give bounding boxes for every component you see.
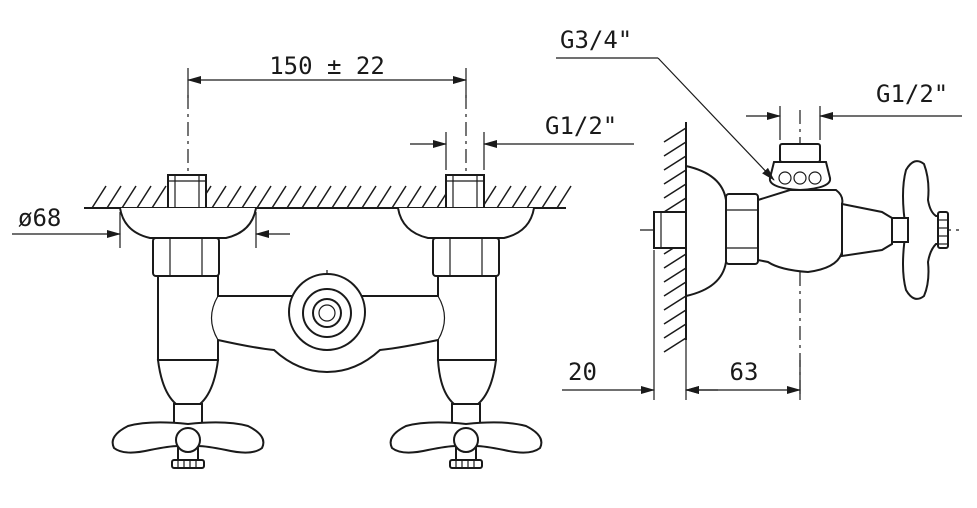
outlet-depth-label: 63 (730, 358, 759, 386)
outlet-fitting (302, 288, 352, 338)
right-bonnet (436, 359, 498, 405)
wall-depth-label: 20 (568, 358, 597, 386)
side-view: G3/4" G1/2" 20 63 (556, 26, 962, 400)
span-label: 150 ± 22 (269, 52, 385, 80)
top-thread-label: G3/4" (560, 26, 632, 54)
rosette-dimension: ø68 (12, 204, 290, 248)
left-spindle (173, 403, 203, 425)
front-view: 150 ± 22 ø68 G1/2" (12, 52, 634, 470)
right-spindle (451, 403, 481, 425)
side-nut (725, 193, 759, 265)
left-thread-dimension: G1/2" (410, 112, 634, 170)
side-handle[interactable] (891, 160, 949, 300)
right-thread-dimension: G1/2" (746, 80, 962, 140)
depth-dimensions: 20 63 (562, 250, 801, 400)
top-thread-dimension: G3/4" (556, 26, 775, 181)
left-handle[interactable] (111, 421, 265, 469)
left-inlet (167, 174, 207, 209)
left-rosette (119, 207, 257, 239)
side-top-outlet (768, 143, 832, 192)
span-dimension: 150 ± 22 (187, 52, 467, 98)
left-bonnet (156, 359, 220, 405)
side-inlet (653, 211, 687, 249)
side-bonnet (841, 202, 893, 258)
right-nut (432, 237, 500, 277)
front-wall (84, 185, 572, 209)
right-inlet (445, 174, 485, 209)
right-thread-label: G1/2" (876, 80, 948, 108)
side-body (757, 189, 844, 274)
rosette-diameter-label: ø68 (18, 204, 61, 232)
left-thread-label: G1/2" (545, 112, 617, 140)
left-nut (152, 237, 220, 277)
right-handle[interactable] (389, 421, 543, 469)
side-rosette (685, 164, 727, 298)
right-rosette (397, 207, 535, 239)
